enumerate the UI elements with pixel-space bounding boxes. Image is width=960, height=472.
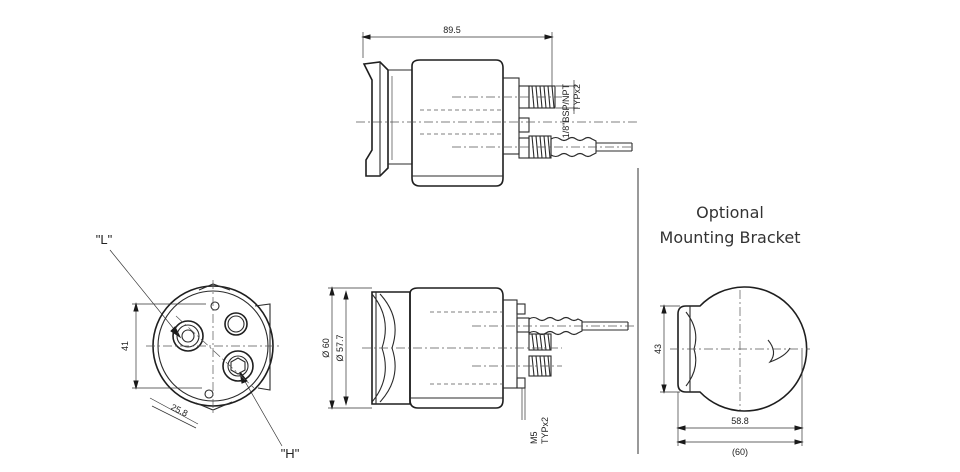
bracket-title-line-1: Optional [696,203,764,222]
dim-bracket-height-label: 43 [653,344,663,354]
screw-qty-label: TYPx2 [540,417,550,444]
screw-spec-label: M5 [529,431,539,444]
port-l-label: "L" [96,232,113,247]
mounting-bracket-view: Optional Mounting Bracket 43 58.8 (60) [653,203,810,457]
dim-bracket-width-ref-label: (60) [732,447,748,457]
dim-inner-diameter-label: Ø 57.7 [335,334,345,361]
thread-qty-label: TYPx2 [572,84,582,111]
dim-bracket-width-label: 58.8 [731,416,749,426]
bracket-title-line-2: Mounting Bracket [660,228,801,247]
dim-outer-diameter-label: Ø 60 [321,338,331,358]
dim-bolt-distance-label: 41 [120,341,130,351]
thread-spec-label: 1/8"BSP/NPT [561,84,571,139]
end-view: "L" "H" 41 [96,232,300,461]
bottom-side-view: Ø 60 Ø 57.7 [321,286,640,444]
port-h-label: "H" [281,446,300,461]
dim-length-label: 89.5 [443,25,461,35]
top-side-view: 89.5 1/8"BSP/NPT [356,25,640,187]
